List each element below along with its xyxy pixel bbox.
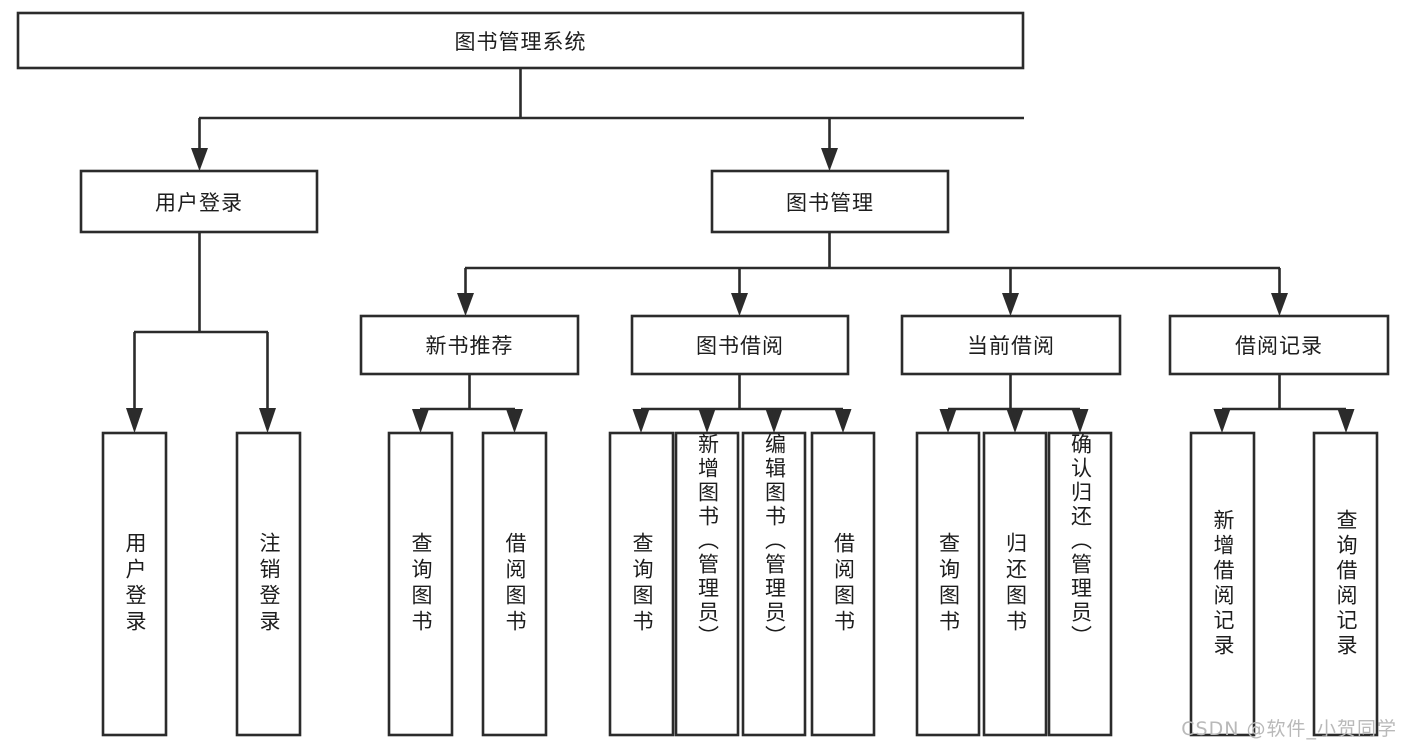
connector-group-user-login [126, 232, 276, 433]
connector-group-root [191, 68, 1024, 171]
node-leaf-box-2[interactable] [387, 431, 454, 737]
node-current-borrow-box[interactable] [900, 314, 1122, 376]
node-leaf-box-3[interactable] [481, 431, 548, 737]
node-leaf-box-6[interactable] [741, 431, 807, 737]
arrow-head-to-new-book-rec [457, 293, 474, 316]
arrow-head-to-book-mgmt [821, 148, 838, 171]
node-book-mgmt-box[interactable] [710, 169, 950, 234]
node-leaf-box-1[interactable] [235, 431, 302, 737]
arrow-head-bb-borrow-book [834, 409, 852, 433]
connector-group-borrow-record [1213, 374, 1355, 433]
connector-group-book-borrow [632, 374, 852, 433]
node-leaf-box-9[interactable] [982, 431, 1048, 737]
connector-group-new-book-rec [412, 374, 523, 433]
connector-group-current-borrow [939, 374, 1089, 433]
connector-group-book-mgmt [457, 232, 1288, 316]
arrow-head-bb-add-book [698, 409, 716, 433]
arrow-head-bb-query-book [632, 409, 650, 433]
node-leaf-box-5[interactable] [674, 431, 740, 737]
arrow-head-to-logout-leaf [259, 408, 276, 433]
arrow-head-to-book-borrow [731, 293, 748, 316]
arrow-head-bb-edit-book [765, 409, 783, 433]
node-new-book-rec-box[interactable] [359, 314, 580, 376]
node-leaf-box-8[interactable] [915, 431, 981, 737]
node-user-login-box[interactable] [79, 169, 319, 234]
node-leaf-box-0[interactable] [101, 431, 168, 737]
arrow-head-cb-confirm-return [1071, 409, 1089, 433]
arrow-head-br-query-record [1337, 409, 1355, 433]
node-borrow-record-box[interactable] [1168, 314, 1390, 376]
node-leaf-box-7[interactable] [810, 431, 876, 737]
node-leaf-box-11[interactable] [1189, 431, 1256, 737]
arrow-head-to-user-login-leaf [126, 408, 143, 433]
arrow-head-cb-return-book [1006, 409, 1024, 433]
node-leaf-box-10[interactable] [1047, 431, 1113, 737]
arrow-head-nb-query-book [412, 409, 429, 433]
arrow-head-br-add-record [1213, 409, 1231, 433]
arrow-head-cb-query-book [939, 409, 957, 433]
node-book-borrow-box[interactable] [630, 314, 850, 376]
node-leaf-box-12[interactable] [1312, 431, 1379, 737]
arrow-head-nb-borrow-book [506, 409, 523, 433]
arrow-head-to-user-login [191, 148, 208, 171]
arrow-head-to-current-borrow [1002, 293, 1019, 316]
node-root-box[interactable] [16, 11, 1025, 70]
node-leaf-box-4[interactable] [608, 431, 675, 737]
arrow-head-to-borrow-record [1271, 293, 1288, 316]
